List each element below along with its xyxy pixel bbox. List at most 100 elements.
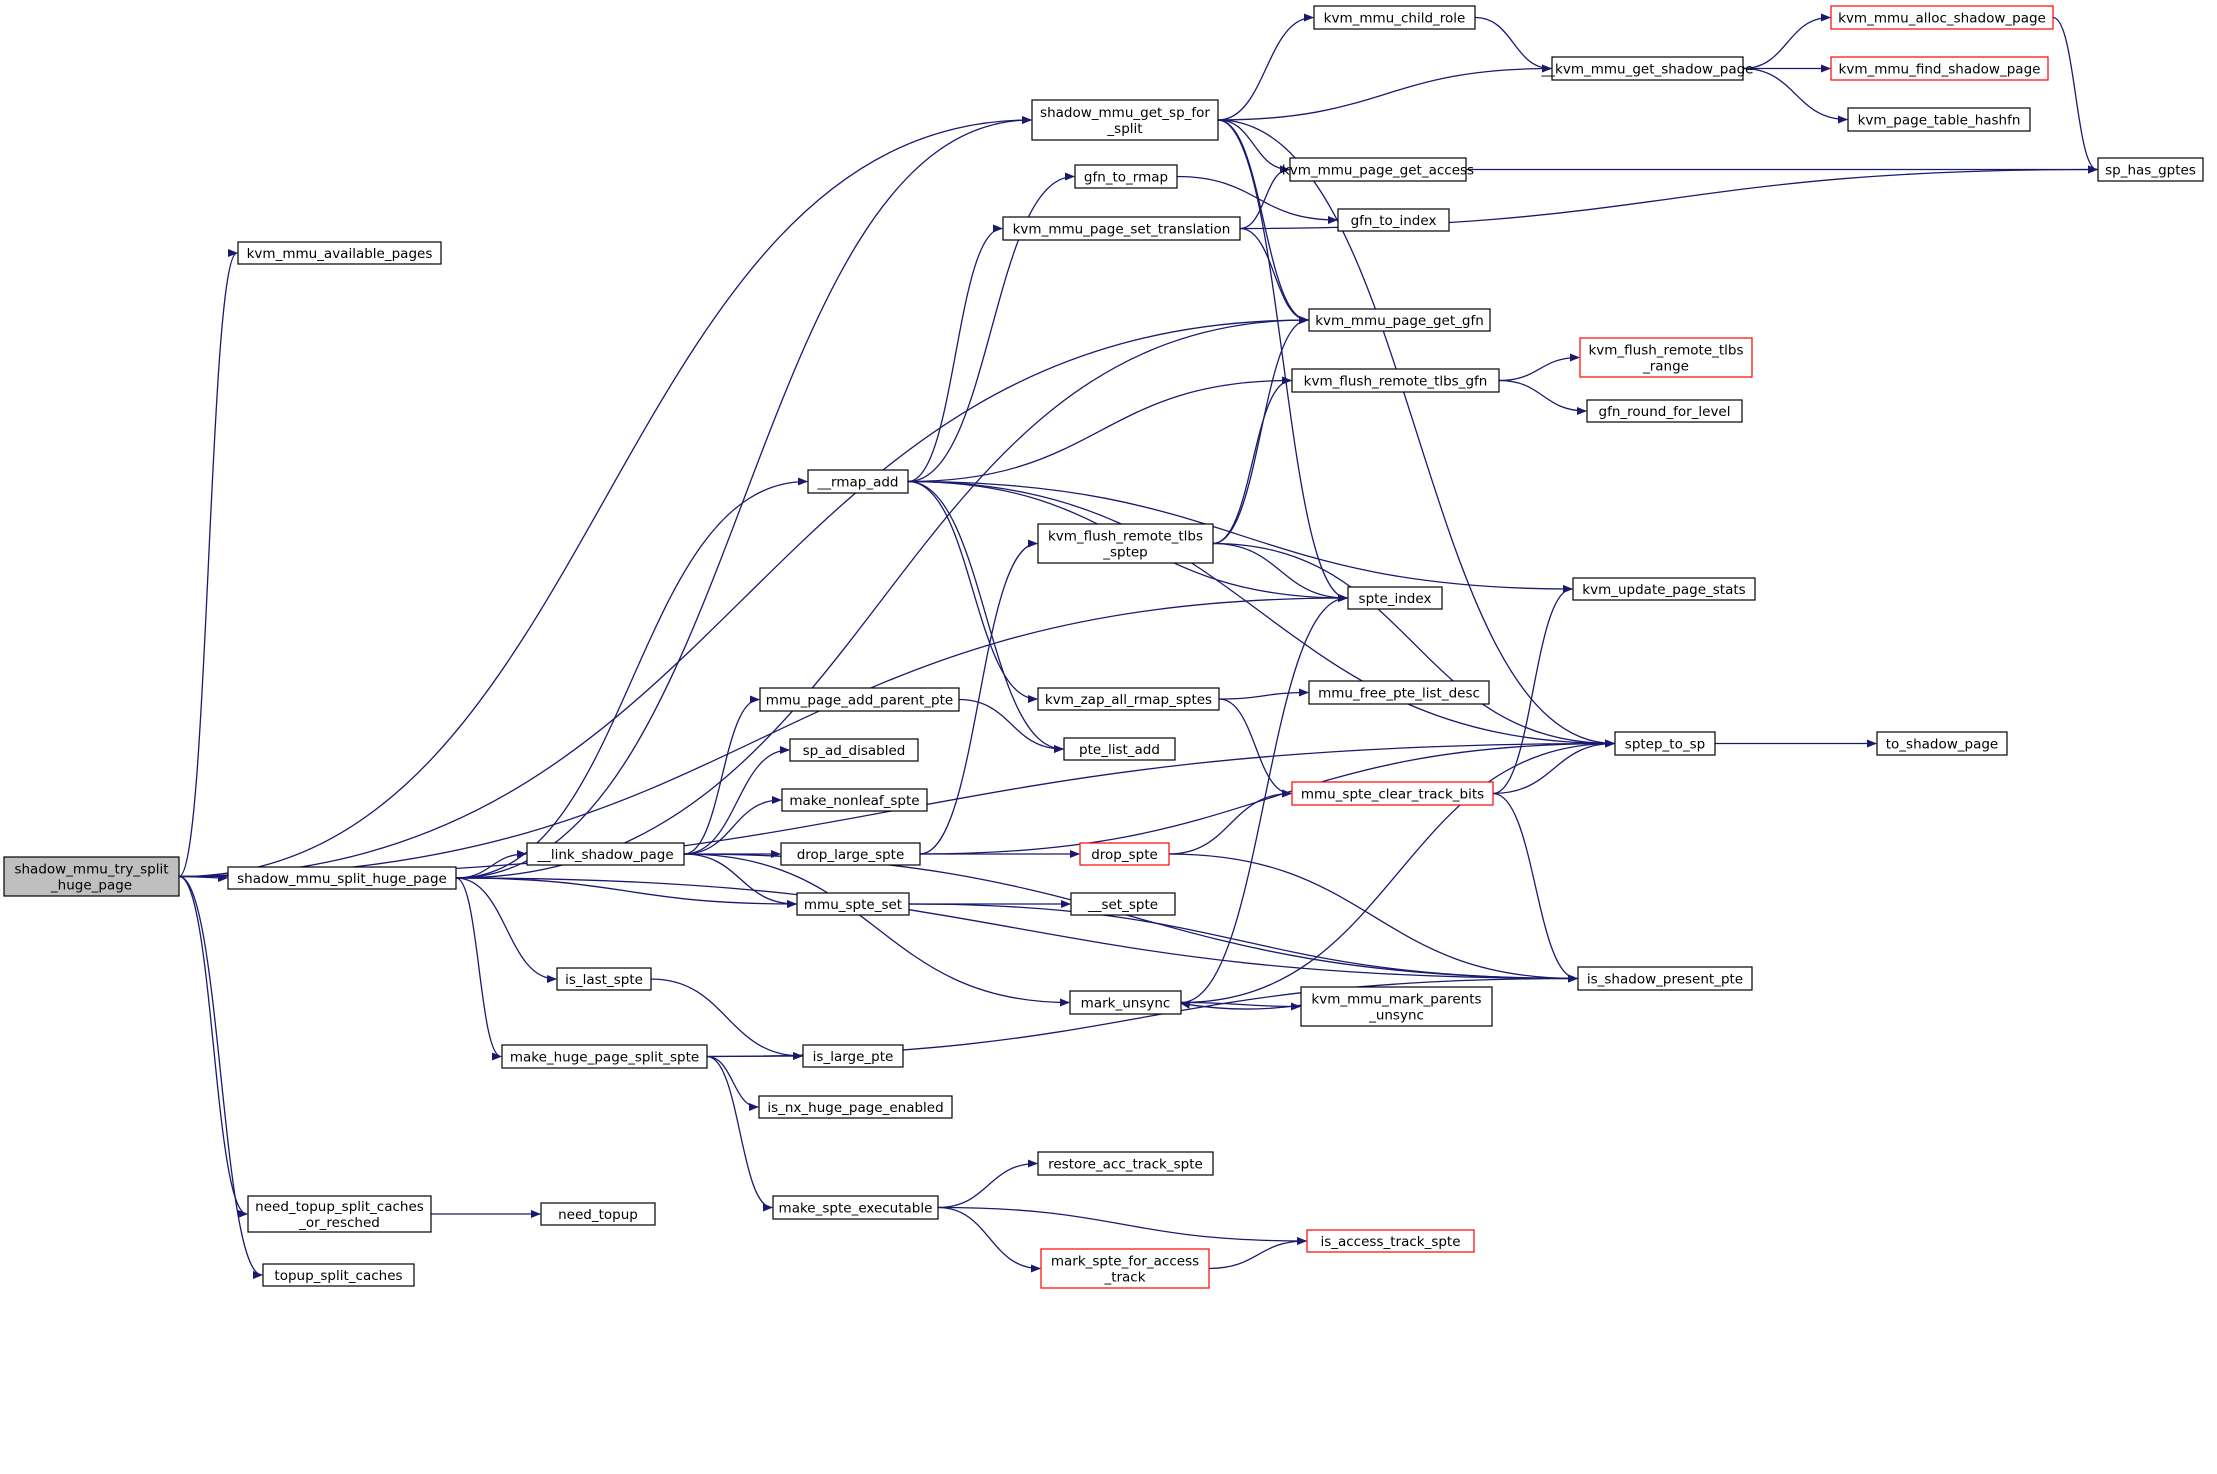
node-isacctrack[interactable]: is_access_track_spte <box>1306 1229 1475 1253</box>
edge-rmapadd-to-flushgfn <box>907 376 1292 483</box>
node-label: is_last_spte <box>565 972 643 988</box>
node-link[interactable]: __link_shadow_page <box>526 842 685 866</box>
node-box <box>227 866 457 890</box>
node-toshadow[interactable]: to_shadow_page <box>1876 731 2008 756</box>
node-topupsplit[interactable]: topup_split_caches <box>262 1263 415 1287</box>
node-flushrange[interactable]: kvm_flush_remote_tlbs_range <box>1579 337 1753 378</box>
node-zaprmap[interactable]: kvm_zap_all_rmap_sptes <box>1037 687 1220 711</box>
edge-markunsync-to-sptetosp <box>1180 739 1615 1004</box>
node-label: make_huge_page_split_spte <box>510 1050 699 1066</box>
node-cleartrack[interactable]: mmu_spte_clear_track_bits <box>1291 781 1494 806</box>
node-label: kvm_mmu_alloc_shadow_page <box>1838 11 2046 27</box>
node-label: shadow_mmu_get_sp_for <box>1040 105 1210 121</box>
node-gfntoindex[interactable]: gfn_to_index <box>1337 208 1450 232</box>
node-box <box>1306 1229 1475 1253</box>
node-getshadow[interactable]: __kvm_mmu_get_shadow_page <box>1541 56 1754 81</box>
node-label: spte_index <box>1359 591 1432 607</box>
node-settrans[interactable]: kvm_mmu_page_set_translation <box>1002 216 1241 241</box>
node-needtopupsplit[interactable]: need_topup_split_caches_or_resched <box>247 1195 432 1233</box>
node-addparent[interactable]: mmu_page_add_parent_pte <box>759 687 960 712</box>
node-box <box>1572 577 1756 601</box>
node-label: sptep_to_sp <box>1625 737 1705 753</box>
node-box <box>1308 680 1490 705</box>
edge-rmapadd-to-ptelistadd <box>907 480 1064 753</box>
node-islast[interactable]: is_last_spte <box>556 967 652 991</box>
node-rmapadd[interactable]: __rmap_add <box>807 469 909 494</box>
node-setspte[interactable]: __set_spte <box>1070 892 1176 916</box>
node-label: _unsync <box>1368 1008 1424 1024</box>
node-restoreacc[interactable]: restore_acc_track_spte <box>1037 1151 1214 1176</box>
node-label: kvm_mmu_child_role <box>1324 11 1466 27</box>
edge-flushsptep-to-sptetosp <box>1212 542 1615 748</box>
node-markacc[interactable]: mark_spte_for_access_track <box>1040 1248 1210 1289</box>
node-mkhuge[interactable]: make_huge_page_split_spte <box>501 1044 708 1069</box>
node-mkexec[interactable]: make_spte_executable <box>772 1195 939 1220</box>
node-flushgfn[interactable]: kvm_flush_remote_tlbs_gfn <box>1291 368 1500 393</box>
node-label: kvm_flush_remote_tlbs_gfn <box>1304 374 1488 390</box>
node-box <box>789 738 919 762</box>
node-childrole[interactable]: kvm_mmu_child_role <box>1313 5 1476 30</box>
node-findshadow[interactable]: kvm_mmu_find_shadow_page <box>1830 56 2049 81</box>
node-box <box>2097 157 2204 182</box>
edge-root-to-getgfn <box>178 316 1309 878</box>
node-box <box>1308 308 1491 332</box>
node-label: gfn_round_for_level <box>1599 404 1731 420</box>
function-nodes: shadow_mmu_try_split_huge_pagekvm_mmu_av… <box>3 5 2204 1289</box>
node-label: is_access_track_spte <box>1320 1234 1460 1250</box>
edge-flushsptep-to-flushgfn <box>1212 376 1292 545</box>
node-box <box>1070 892 1176 916</box>
edge-link-to-addparent <box>683 695 760 855</box>
node-hasgptes[interactable]: sp_has_gptes <box>2097 157 2204 182</box>
node-label: shadow_mmu_try_split <box>14 862 168 878</box>
node-label: to_shadow_page <box>1886 737 1999 753</box>
node-label: is_nx_huge_page_enabled <box>767 1100 943 1116</box>
node-sptesset[interactable]: mmu_spte_set <box>796 892 910 916</box>
node-label: drop_spte <box>1091 847 1158 863</box>
node-label: _split <box>1106 121 1142 137</box>
edge-getsp-to-getaccess <box>1217 119 1290 174</box>
call-edges <box>178 13 2098 1279</box>
node-nxhuge[interactable]: is_nx_huge_page_enabled <box>758 1095 953 1119</box>
node-label: is_shadow_present_pte <box>1587 972 1743 988</box>
node-allocshadow[interactable]: kvm_mmu_alloc_shadow_page <box>1830 5 2054 30</box>
node-label: kvm_zap_all_rmap_sptes <box>1045 692 1212 708</box>
node-addisabled[interactable]: sp_ad_disabled <box>789 738 919 762</box>
node-box <box>1830 5 2054 30</box>
node-spteindex[interactable]: spte_index <box>1347 586 1443 610</box>
edge-rmapadd-to-sptetosp <box>907 480 1615 748</box>
node-getsp[interactable]: shadow_mmu_get_sp_for_split <box>1031 99 1219 141</box>
node-mknonleaf[interactable]: make_nonleaf_spte <box>781 788 928 812</box>
node-ptelistadd[interactable]: pte_list_add <box>1063 737 1176 761</box>
node-freeptelist[interactable]: mmu_free_pte_list_desc <box>1308 680 1490 705</box>
node-box <box>1300 986 1493 1027</box>
node-box <box>1031 99 1219 141</box>
node-flushsptep[interactable]: kvm_flush_remote_tlbs_sptep <box>1037 523 1214 564</box>
node-droplarge[interactable]: drop_large_spte <box>780 842 921 866</box>
node-avail[interactable]: kvm_mmu_available_pages <box>237 241 442 265</box>
node-gfntormap[interactable]: gfn_to_rmap <box>1074 164 1178 189</box>
node-ispresent[interactable]: is_shadow_present_pte <box>1577 966 1753 991</box>
edge-mkhuge-to-mkexec <box>706 1055 773 1212</box>
node-needtopup[interactable]: need_topup <box>540 1202 656 1226</box>
node-getaccess[interactable]: kvm_mmu_page_get_access <box>1282 157 1474 182</box>
node-label: mmu_page_add_parent_pte <box>766 693 953 709</box>
edge-root-to-spteindex <box>178 594 1348 878</box>
node-hashfn[interactable]: kvm_page_table_hashfn <box>1847 107 2031 132</box>
edge-zaprmap-to-freeptelist <box>1218 688 1309 700</box>
node-label: make_nonleaf_spte <box>789 793 919 809</box>
node-markparents[interactable]: kvm_mmu_mark_parents_unsync <box>1300 986 1493 1027</box>
node-sptetosp[interactable]: sptep_to_sp <box>1614 731 1716 756</box>
node-split[interactable]: shadow_mmu_split_huge_page <box>227 866 457 890</box>
node-markunsync[interactable]: mark_unsync <box>1069 990 1182 1015</box>
node-box <box>1040 1248 1210 1289</box>
node-getgfn[interactable]: kvm_mmu_page_get_gfn <box>1308 308 1491 332</box>
node-islarge[interactable]: is_large_pte <box>802 1044 904 1068</box>
node-label: kvm_update_page_stats <box>1582 582 1745 598</box>
node-box <box>1830 56 2049 81</box>
node-updstats[interactable]: kvm_update_page_stats <box>1572 577 1756 601</box>
node-dropspte[interactable]: drop_spte <box>1079 842 1170 866</box>
node-gfnround[interactable]: gfn_round_for_level <box>1586 399 1743 423</box>
node-label: is_large_pte <box>813 1049 894 1065</box>
node-box <box>1586 399 1743 423</box>
node-label: kvm_mmu_mark_parents <box>1311 992 1481 1008</box>
